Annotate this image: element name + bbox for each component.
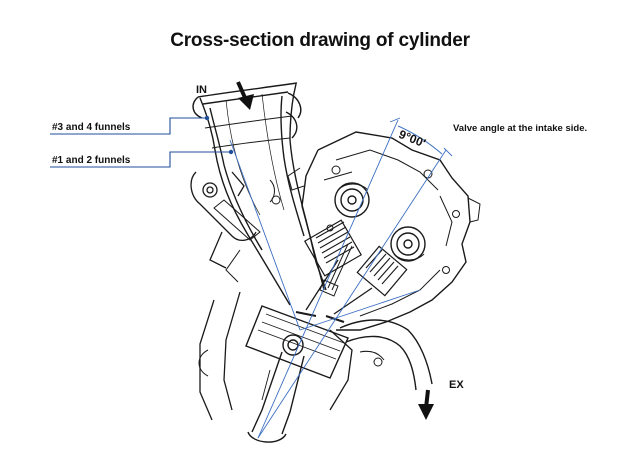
funnels-3-4-label: #3 and 4 funnels	[52, 122, 131, 133]
throttle-body	[190, 171, 281, 283]
intake-funnels	[192, 82, 325, 306]
exhaust-label: EX	[449, 379, 464, 391]
funnel-leader-lines	[50, 115, 234, 168]
cylinder-head	[287, 131, 481, 331]
intake-label: IN	[196, 84, 207, 96]
exhaust-valve	[319, 243, 408, 323]
funnels-1-2-label: #1 and 2 funnels	[52, 155, 131, 166]
exhaust-arrow	[418, 389, 434, 420]
valve-axis-lines	[229, 117, 453, 439]
exhaust-camshaft	[390, 226, 426, 262]
exhaust-port	[339, 319, 433, 391]
cylinder-wall	[198, 291, 353, 421]
piston	[245, 305, 349, 379]
valve-angle-caption: Valve angle at the intake side.	[453, 123, 588, 134]
intake-arrow	[236, 81, 254, 110]
intake-camshaft	[334, 182, 370, 218]
diagram-title: Cross-section drawing of cylinder	[170, 30, 470, 51]
